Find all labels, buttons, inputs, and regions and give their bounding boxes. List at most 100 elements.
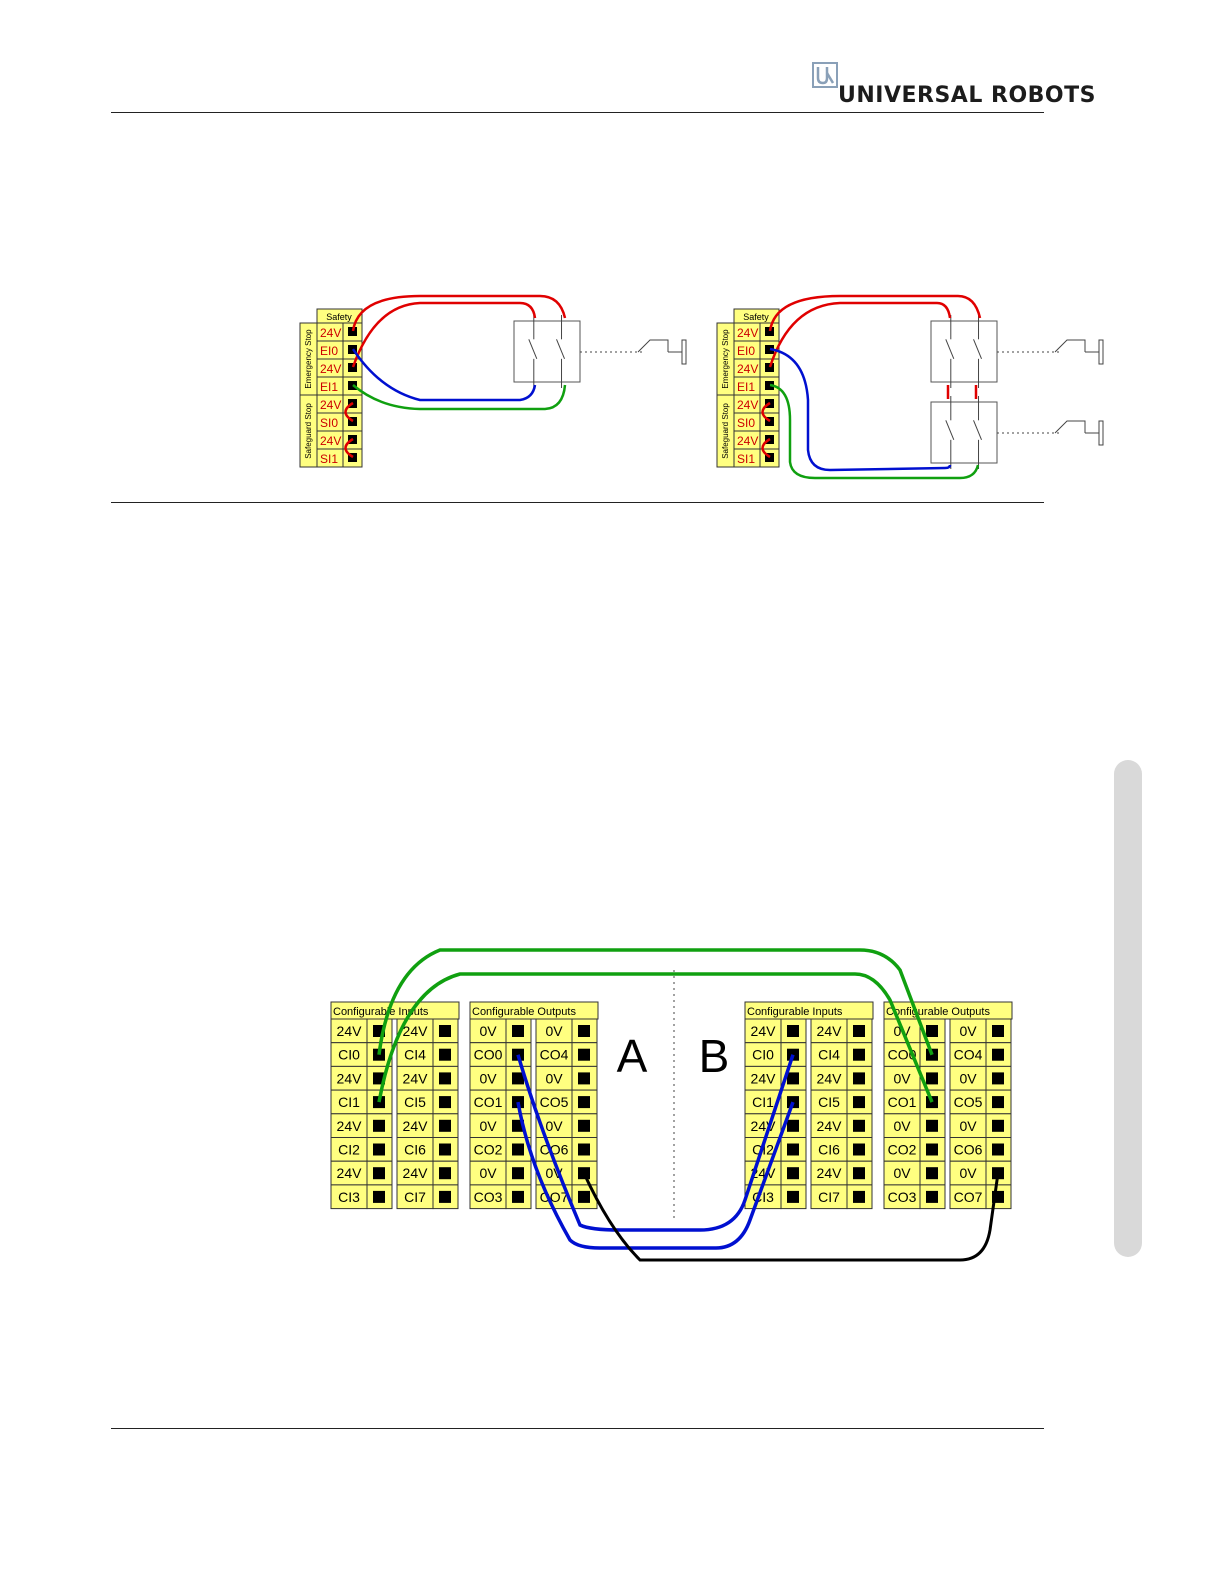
terminal-screw-icon — [926, 1190, 938, 1203]
switch-housing — [930, 401, 998, 464]
chapter-tab[interactable] — [1114, 760, 1142, 1257]
emergency-stop-button-upper-icon — [997, 339, 1104, 365]
contact-blade — [945, 420, 955, 441]
terminal-screw-icon — [439, 1143, 451, 1156]
io-diagram: Configurable Inputs24VCI024VCI124VCI224V… — [330, 948, 1013, 1262]
terminal-screw-icon — [578, 1143, 590, 1156]
io-terminal-0v: 0V — [479, 1165, 497, 1181]
io-terminal-24v: 24V — [817, 1118, 843, 1134]
outputs-a-header-box — [469, 1001, 599, 1020]
terminal-screw-icon — [373, 1143, 385, 1156]
wire-red-24v-d — [768, 301, 952, 368]
io-terminal-0v: 0V — [479, 1070, 497, 1086]
terminal-screw-icon — [512, 1190, 524, 1203]
terminal-screw-icon — [578, 1025, 590, 1037]
figure-divider — [111, 502, 1044, 503]
wire-red-jumper-b-0 — [761, 401, 771, 423]
io-terminal-co2: CO2 — [888, 1142, 917, 1158]
terminal-screw-icon — [787, 1048, 799, 1061]
terminal-screw-icon — [439, 1025, 451, 1037]
contact-blade — [973, 420, 982, 441]
io-terminal-co3: CO3 — [474, 1189, 503, 1205]
terminal-screw-icon — [348, 381, 357, 390]
io-terminal-0v: 0V — [893, 1118, 911, 1134]
emergency-stop-button-icon — [580, 339, 687, 365]
safety-terminal-ei0: EI0 — [320, 344, 338, 358]
io-terminal-co4: CO4 — [540, 1047, 569, 1063]
terminal-screw-icon — [787, 1025, 799, 1037]
emergency-stop-switch-upper — [930, 315, 998, 388]
safety-terminal-24v: 24V — [320, 434, 341, 448]
wire-red-24v-b — [351, 301, 537, 368]
io-terminal-co4: CO4 — [954, 1047, 983, 1063]
io-terminal-ci4: CI4 — [404, 1047, 426, 1063]
io-terminal-co6: CO6 — [954, 1142, 983, 1158]
terminal-screw-icon — [578, 1190, 590, 1203]
terminal-screw-icon — [992, 1167, 1004, 1180]
io-terminal-co7: CO7 — [954, 1189, 983, 1205]
terminal-screw-icon — [439, 1048, 451, 1061]
wire-red-jumper-1 — [344, 437, 354, 459]
terminal-screw-icon — [992, 1048, 1004, 1061]
io-terminal-ci6: CI6 — [818, 1142, 840, 1158]
terminal-screw-icon — [512, 1096, 524, 1109]
io-terminal-ci7: CI7 — [818, 1189, 840, 1205]
io-terminal-24v: 24V — [751, 1070, 777, 1086]
terminal-screw-icon — [512, 1167, 524, 1180]
io-terminal-0v: 0V — [479, 1023, 497, 1039]
io-terminal-0v: 0V — [959, 1070, 977, 1086]
terminal-screw-icon — [853, 1167, 865, 1180]
safety-terminal-si1: SI1 — [737, 452, 755, 466]
io-terminal-ci1: CI1 — [752, 1094, 774, 1110]
wire-blue-co1-ci1 — [516, 1101, 795, 1250]
emergency-stop-label: Emergency Stop — [304, 329, 313, 389]
terminal-screw-icon — [926, 1143, 938, 1156]
terminal-screw-icon — [853, 1119, 865, 1132]
terminal-screw-icon — [853, 1025, 865, 1037]
header-rule — [111, 112, 1044, 113]
terminal-screw-icon — [439, 1119, 451, 1132]
io-terminal-ci5: CI5 — [404, 1094, 426, 1110]
wire-red-24v-c — [768, 294, 982, 332]
terminal-screw-icon — [765, 345, 774, 354]
brand-name: UNIVERSAL ROBOTS — [838, 83, 1096, 108]
contact-blade — [973, 339, 982, 360]
io-terminal-0v: 0V — [959, 1118, 977, 1134]
wire-black-0v — [582, 1172, 1000, 1262]
button-cap — [1098, 339, 1104, 365]
io-terminal-0v: 0V — [545, 1023, 563, 1039]
safety-terminal-ei0: EI0 — [737, 344, 755, 358]
io-terminal-co2: CO2 — [474, 1142, 503, 1158]
button-cap — [1098, 420, 1104, 446]
wire-blue-ei0 — [351, 348, 537, 402]
terminal-screw-icon — [578, 1096, 590, 1109]
io-terminal-co3: CO3 — [888, 1189, 917, 1205]
wire-green-ci0-co0 — [377, 948, 934, 1056]
contact-blade — [528, 339, 538, 360]
io-terminal-24v: 24V — [337, 1165, 363, 1181]
io-terminal-24v: 24V — [403, 1165, 429, 1181]
emergency-stop-switch-lower — [930, 396, 998, 469]
terminal-screw-icon — [373, 1119, 385, 1132]
terminal-screw-icon — [926, 1072, 938, 1085]
terminal-screw-icon — [512, 1143, 524, 1156]
wire-blue-co0-ci0 — [516, 1054, 795, 1232]
wire-green-ei1-b — [769, 383, 980, 480]
terminal-screw-icon — [992, 1096, 1004, 1109]
safeguard-stop-label: Safeguard Stop — [721, 403, 730, 459]
safety-terminal-24v: 24V — [737, 434, 758, 448]
terminal-screw-icon — [439, 1096, 451, 1109]
io-terminal-24v: 24V — [337, 1023, 363, 1039]
safety-terminal-24v: 24V — [737, 362, 758, 376]
terminal-screw-icon — [439, 1167, 451, 1180]
io-terminal-ci7: CI7 — [404, 1189, 426, 1205]
